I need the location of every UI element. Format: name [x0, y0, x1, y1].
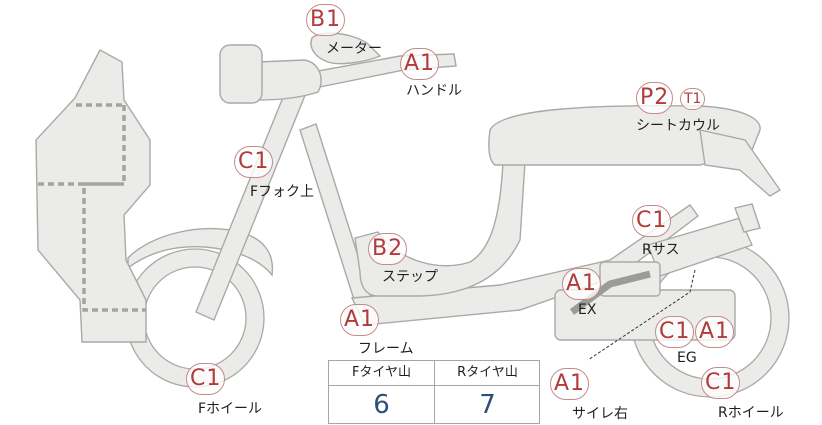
step-grade-badge: B2	[368, 233, 408, 265]
muffler-right-grade-badge: A1	[550, 368, 590, 400]
engine-extra-grade-badge: A1	[695, 316, 735, 348]
tire-tread-table: Fタイヤ山 Rタイヤ山 6 7	[328, 360, 540, 424]
exhaust-label: EX	[578, 302, 597, 318]
step-label: ステップ	[382, 269, 438, 285]
exhaust-grade-badge: A1	[562, 268, 602, 300]
meter-grade-badge: B1	[306, 4, 346, 36]
exhaust-pipe-shape	[569, 270, 651, 315]
rear-shock-grade-badge: C1	[632, 205, 672, 237]
front-wheel-grade-badge: C1	[186, 363, 226, 395]
muffler-right-label: サイレ右	[572, 406, 628, 422]
headlight-shape	[219, 44, 263, 104]
front-tread-header: Fタイヤ山	[329, 361, 434, 386]
fork-upper-label: Fフォク上	[250, 184, 315, 200]
step-floor-shape	[354, 161, 526, 297]
front-wheel-label: Fホイール	[198, 401, 263, 417]
rear-wheel-label: Rホイール	[718, 405, 784, 421]
rear-tread-header: Rタイヤ山	[435, 361, 540, 386]
rear-shock-top-shape	[734, 203, 761, 233]
headlight-cowl-shape	[257, 59, 322, 101]
legshield-shape	[35, 49, 151, 343]
handle-grade-badge: A1	[400, 48, 440, 80]
meter-label: メーター	[326, 41, 382, 57]
seat-cowl-extra-grade-badge: T1	[680, 88, 706, 110]
front-tread-value: 6	[373, 390, 390, 420]
rear-tread-value: 7	[479, 390, 496, 420]
leader-line	[587, 269, 696, 361]
engine-label: EG	[677, 350, 697, 366]
frame-label: フレーム	[358, 341, 414, 357]
tail-shape	[699, 129, 782, 197]
legshield-dash-2	[38, 182, 146, 312]
tread-table-divider	[434, 361, 435, 423]
fork-upper-grade-badge: C1	[234, 146, 274, 178]
meter-shape	[310, 32, 382, 65]
seat-cowl-grade-badge: P2	[636, 82, 674, 114]
rear-shock-label: Rサス	[642, 242, 680, 258]
engine-grade-badge: C1	[655, 316, 695, 348]
frame-grade-badge: A1	[340, 304, 380, 336]
seat-cowl-shape	[488, 104, 761, 166]
handle-label: ハンドル	[406, 83, 462, 99]
rear-wheel-grade-badge: C1	[701, 367, 741, 399]
seat-cowl-label: シートカウル	[636, 118, 720, 134]
